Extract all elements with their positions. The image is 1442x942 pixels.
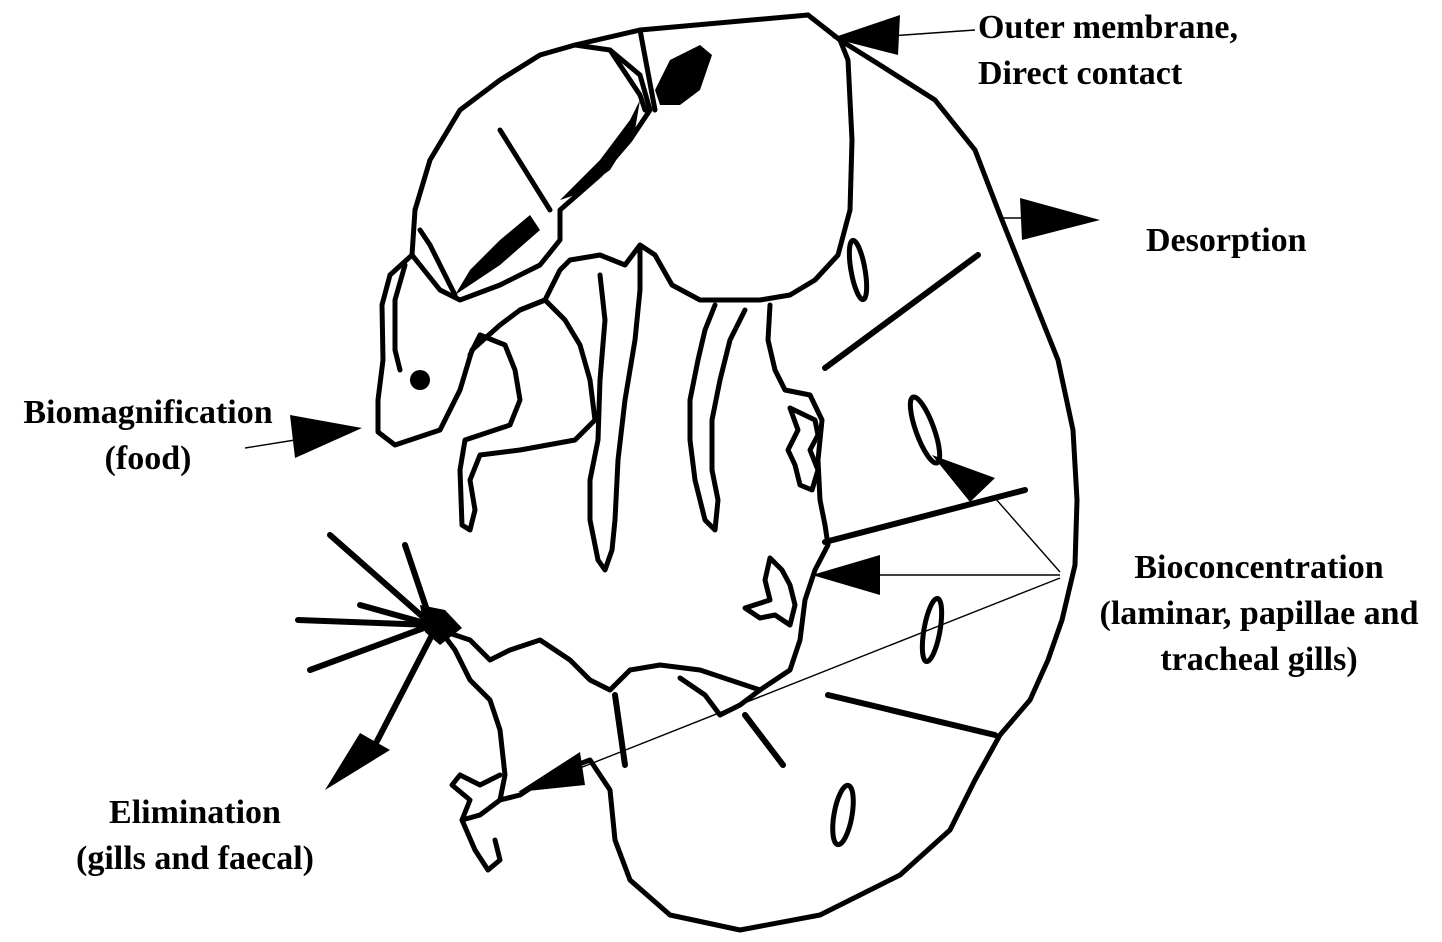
head-segment-line-2 bbox=[500, 130, 550, 210]
gill-line-5 bbox=[745, 715, 783, 765]
abdomen-tail-2 bbox=[462, 820, 500, 870]
head-dark-patch-2 bbox=[655, 45, 712, 105]
arrowhead-icon bbox=[932, 455, 995, 502]
gill-line-4 bbox=[615, 695, 625, 765]
head-segment-line-4 bbox=[640, 15, 808, 30]
arrowhead-icon bbox=[325, 733, 390, 790]
biomagnification-sub-line: (food) bbox=[12, 436, 284, 482]
gill-oval-2 bbox=[905, 394, 946, 466]
arrowhead-icon bbox=[290, 415, 362, 458]
arrowhead-icon bbox=[518, 752, 585, 792]
gill-line-1 bbox=[825, 255, 978, 368]
leg-2 bbox=[590, 250, 640, 570]
label-bioconcentration: Bioconcentration (laminar, papillae and … bbox=[1080, 545, 1438, 683]
bioconcentration-line: Bioconcentration bbox=[1080, 545, 1438, 591]
desorption-arrow bbox=[1000, 198, 1100, 240]
direct-contact-line: Direct contact bbox=[978, 51, 1238, 97]
leg-1 bbox=[460, 300, 595, 530]
elimination-sub-line: (gills and faecal) bbox=[60, 836, 330, 882]
desorption-line: Desorption bbox=[1146, 218, 1307, 264]
head-dark-patch-1 bbox=[455, 215, 540, 295]
head-dark-patch-3 bbox=[560, 100, 640, 200]
biomagnification-line: Biomagnification bbox=[12, 390, 284, 436]
abdomen-lower bbox=[440, 630, 760, 715]
elimination-burst bbox=[298, 535, 462, 745]
gill-oval-1 bbox=[846, 239, 870, 301]
outer-membrane-line: Outer membrane, bbox=[978, 5, 1238, 51]
leg-process-1 bbox=[788, 408, 818, 490]
gill-oval-4 bbox=[829, 784, 857, 846]
gill-line-3 bbox=[828, 695, 995, 735]
bioconcentration-sub-line-2: tracheal gills) bbox=[1080, 637, 1438, 683]
arrowhead-icon bbox=[1020, 198, 1100, 240]
label-elimination: Elimination (gills and faecal) bbox=[60, 790, 330, 882]
leg-3 bbox=[690, 305, 745, 530]
label-desorption: Desorption bbox=[1146, 218, 1307, 264]
head-inner-lobe bbox=[395, 265, 405, 370]
elimination-arrow bbox=[325, 733, 390, 790]
leg-process-2 bbox=[745, 558, 795, 625]
label-outer-membrane: Outer membrane, Direct contact bbox=[978, 5, 1238, 97]
leg-4 bbox=[760, 305, 828, 690]
eye bbox=[410, 370, 430, 390]
bioconcentration-sub-line-1: (laminar, papillae and bbox=[1080, 591, 1438, 637]
gill-oval-3 bbox=[919, 597, 946, 663]
elimination-line: Elimination bbox=[60, 790, 330, 836]
larva-body-outline bbox=[440, 15, 1077, 930]
abdomen-tail bbox=[452, 775, 500, 820]
gill-line-2 bbox=[825, 490, 1025, 542]
label-biomagnification: Biomagnification (food) bbox=[12, 390, 284, 482]
head-segment-line-6 bbox=[575, 30, 640, 45]
